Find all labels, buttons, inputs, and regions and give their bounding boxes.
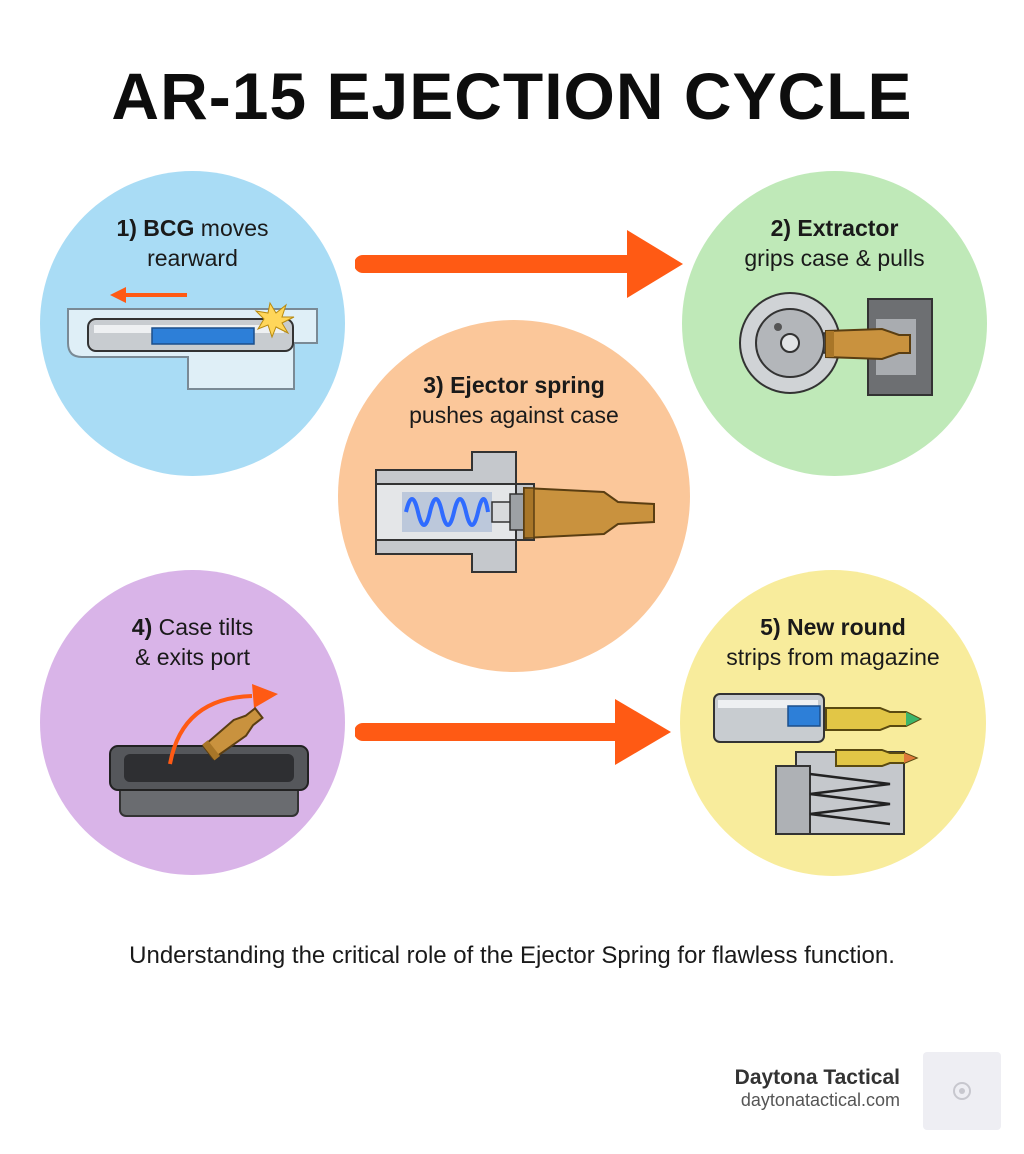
step-2-label: 2) Extractor grips case & pulls — [744, 215, 925, 271]
rearward-arrow-icon — [110, 287, 187, 303]
cartridge-icon — [835, 749, 919, 767]
bolt-carrier-illustration — [67, 287, 318, 390]
step-5-circle: 5) New round strips from magazine — [680, 570, 986, 876]
brand-logo-icon — [953, 1082, 971, 1100]
step-4-label: 4) Case tilts & exits port — [131, 614, 254, 670]
magazine-feed-illustration — [713, 693, 923, 835]
muzzle-flash-icon — [254, 301, 295, 339]
arrow-step4-to-step5 — [355, 699, 671, 765]
cartridge-icon — [825, 707, 923, 731]
brand-url[interactable]: daytonatactical.com — [740, 1090, 900, 1110]
page-title: AR-15 EJECTION CYCLE — [111, 59, 913, 133]
step-5-label: 5) New round strips from magazine — [726, 614, 940, 670]
caption: Understanding the critical role of the E… — [129, 942, 895, 969]
ejection-arrow-icon — [252, 684, 278, 708]
step-4-circle: 4) Case tilts & exits port — [40, 570, 345, 875]
step-3-circle: 3) Ejector spring pushes against case — [338, 320, 690, 672]
brand-name: Daytona Tactical — [734, 1066, 900, 1089]
step-2-circle: 2) Extractor grips case & pulls — [682, 171, 987, 476]
ejector-spring-illustration — [375, 451, 655, 573]
step-1-label: 1) BCG moves rearward — [116, 215, 269, 271]
step-1-circle: 1) BCG moves rearward — [40, 171, 345, 476]
extractor-illustration — [739, 292, 933, 396]
coil-spring-icon — [404, 497, 490, 527]
brand-logo — [923, 1052, 1001, 1130]
arrow-step1-to-step2 — [355, 230, 683, 298]
step-3-label: 3) Ejector spring pushes against case — [409, 372, 619, 428]
ejection-port-illustration — [109, 684, 309, 817]
